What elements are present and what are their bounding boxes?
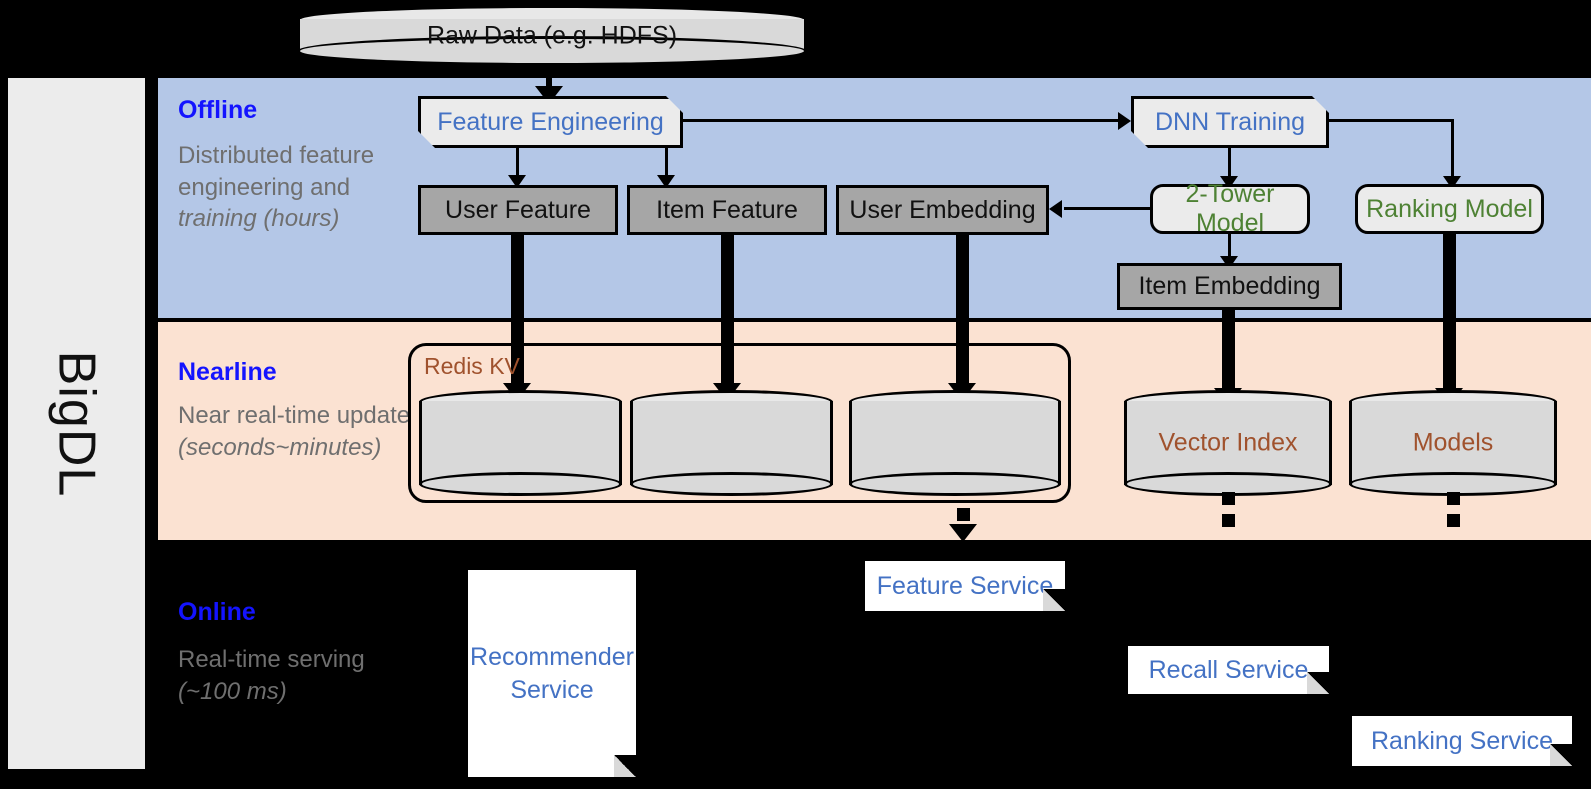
nearline-subtitle: Near real-time update (seconds~minutes): [178, 400, 413, 463]
online-subtitle-em: (~100 ms): [178, 677, 287, 705]
two-tower-model-label: 2-Tower Model: [1185, 180, 1275, 237]
offline-subtitle-text: Distributed feature engineering and: [178, 142, 375, 201]
item-feature-box[interactable]: Item Feature: [627, 185, 827, 235]
connector-2tower-userembedding: [1064, 207, 1152, 210]
arrow-featurestore-featureservice: [949, 524, 977, 542]
connector-models-ranking-dash1: [1447, 492, 1460, 505]
connector-userfeature-store: [511, 235, 524, 390]
nearline-subtitle-em: (seconds~minutes): [178, 433, 382, 461]
recall-service-box[interactable]: Recall Service: [1128, 646, 1329, 694]
redis-kv-container: [408, 343, 1071, 503]
online-title: Online: [178, 598, 256, 626]
user-feature-label: User Feature: [445, 195, 591, 224]
item-embedding-box[interactable]: Item Embedding: [1117, 263, 1342, 310]
raw-data-cylinder: Raw Data (e.g. HDFS): [297, 5, 807, 66]
raw-data-label: Raw Data (e.g. HDFS): [426, 21, 678, 49]
vector-index-label: Vector Index: [1158, 428, 1298, 457]
cylinder-bottom: [297, 36, 807, 66]
cylinder-bottom: [630, 472, 833, 496]
arrow-fe-dnn: [1118, 112, 1131, 130]
connector-rawdata-fe: [546, 66, 552, 90]
recommender-service-label: Recommender Service: [470, 643, 634, 704]
cylinder-body: [419, 401, 622, 485]
dnn-training-box[interactable]: DNN Training: [1131, 96, 1329, 148]
ranking-service-box[interactable]: Ranking Service: [1352, 716, 1572, 766]
bigdl-framework-rail: BigDL: [8, 78, 145, 769]
offline-subtitle-em: training (hours): [178, 205, 340, 233]
connector-dnn-ranking-v: [1451, 119, 1454, 181]
connector-dnn-2tower: [1228, 148, 1231, 180]
ranking-model-label: Ranking Model: [1366, 194, 1533, 223]
item-feature-store-cylinder[interactable]: [630, 390, 833, 496]
cylinder-body: [1349, 401, 1557, 485]
arrow-fe-userfeature: [508, 175, 526, 188]
ranking-service-label: Ranking Service: [1370, 726, 1554, 755]
two-tower-model-box[interactable]: 2-Tower Model: [1150, 180, 1310, 237]
user-embedding-store-cylinder[interactable]: [849, 390, 1061, 496]
vector-index-cylinder[interactable]: Vector Index: [1124, 390, 1332, 496]
connector-models-ranking-dash2: [1447, 514, 1460, 527]
online-subtitle-text: Real-time serving: [178, 646, 365, 673]
user-embedding-label: User Embedding: [849, 195, 1036, 224]
item-embedding-label: Item Embedding: [1138, 272, 1321, 300]
feature-service-box[interactable]: Feature Service: [865, 561, 1065, 611]
cylinder-bottom: [419, 472, 622, 496]
online-subtitle: Real-time serving (~100 ms): [178, 644, 413, 707]
offline-subtitle: Distributed feature engineering and trai…: [178, 140, 413, 235]
connector-fe-itemfeature: [665, 148, 668, 179]
recall-service-label: Recall Service: [1148, 655, 1309, 684]
cylinder-body: [630, 401, 833, 485]
offline-title: Offline: [178, 96, 258, 124]
user-feature-box[interactable]: User Feature: [418, 185, 618, 235]
connector-vectorindex-recall-dash2: [1222, 514, 1235, 527]
connector-featurestore-featureservice-dash: [957, 508, 970, 521]
connector-itemembedding-vectorindex: [1222, 310, 1235, 395]
connector-vectorindex-recall-dash1: [1222, 492, 1235, 505]
connector-rankingmodel-models: [1443, 234, 1456, 395]
cylinder-body: [849, 401, 1061, 485]
arrow-fe-itemfeature: [657, 175, 675, 188]
nearline-title: Nearline: [178, 358, 277, 386]
connector-fe-dnn: [683, 119, 1118, 122]
connector-itemfeature-store: [721, 235, 734, 390]
recommender-service-box[interactable]: Recommender Service: [468, 570, 636, 777]
connector-2tower-itemembedding: [1228, 234, 1231, 261]
feature-engineering-label: Feature Engineering: [437, 107, 664, 136]
item-feature-label: Item Feature: [656, 195, 798, 224]
cylinder-bottom: [849, 472, 1061, 496]
models-label: Models: [1412, 428, 1494, 457]
models-cylinder[interactable]: Models: [1349, 390, 1557, 496]
cylinder-body: [1124, 401, 1332, 485]
connector-userembedding-store: [956, 235, 969, 390]
feature-engineering-box[interactable]: Feature Engineering: [418, 96, 683, 148]
ranking-model-box[interactable]: Ranking Model: [1355, 184, 1544, 234]
user-feature-store-cylinder[interactable]: [419, 390, 622, 496]
bigdl-text: BigDL: [47, 350, 106, 497]
feature-service-label: Feature Service: [876, 571, 1054, 600]
dnn-training-label: DNN Training: [1154, 107, 1306, 136]
connector-dnn-ranking-h: [1329, 119, 1454, 122]
nearline-subtitle-text: Near real-time update: [178, 402, 411, 429]
redis-kv-label: Redis KV: [424, 353, 520, 379]
bigdl-label: BigDL: [8, 78, 145, 769]
arrow-2tower-userembedding: [1049, 200, 1062, 218]
connector-fe-userfeature: [516, 148, 519, 179]
user-embedding-box[interactable]: User Embedding: [836, 185, 1049, 235]
